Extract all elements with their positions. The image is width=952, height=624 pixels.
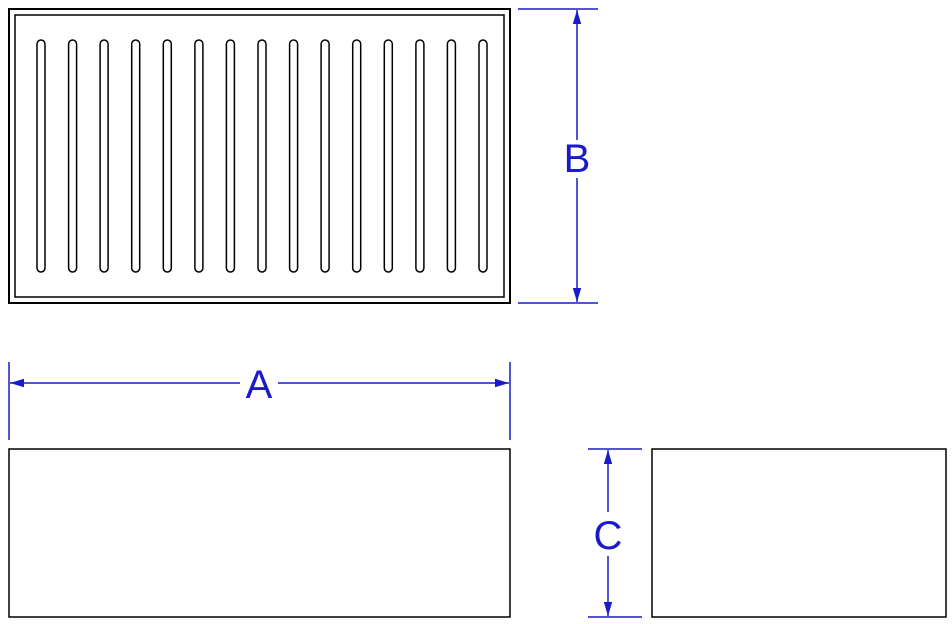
dimension-c-label: C: [594, 514, 623, 558]
grate-slot: [225, 39, 236, 273]
grate-slot: [383, 39, 394, 273]
grate-slot: [162, 39, 173, 273]
grate-slot: [320, 39, 330, 273]
grate-slot: [478, 39, 488, 273]
dimension-b: B: [518, 8, 598, 304]
grate-slot: [446, 39, 457, 273]
grate-slot: [67, 39, 78, 273]
side-view: [651, 448, 947, 618]
grate-slot: [288, 39, 299, 273]
dimension-c: C: [588, 448, 642, 618]
grate-slot: [415, 39, 425, 273]
front-view: [8, 448, 511, 618]
grate-slot: [99, 39, 109, 273]
dimension-a-label: A: [246, 363, 273, 407]
grate-slot: [351, 39, 362, 273]
grate-outer-frame: [8, 8, 511, 304]
grate-slot: [194, 39, 204, 273]
grate-slot: [130, 39, 141, 273]
dimension-a: A: [8, 362, 511, 440]
grate-slot: [257, 39, 267, 273]
grate-slot: [36, 39, 46, 273]
top-view: [8, 8, 511, 304]
dimension-b-label: B: [564, 137, 591, 181]
grate-inner-frame: [14, 14, 505, 298]
grate-slots: [36, 39, 488, 273]
